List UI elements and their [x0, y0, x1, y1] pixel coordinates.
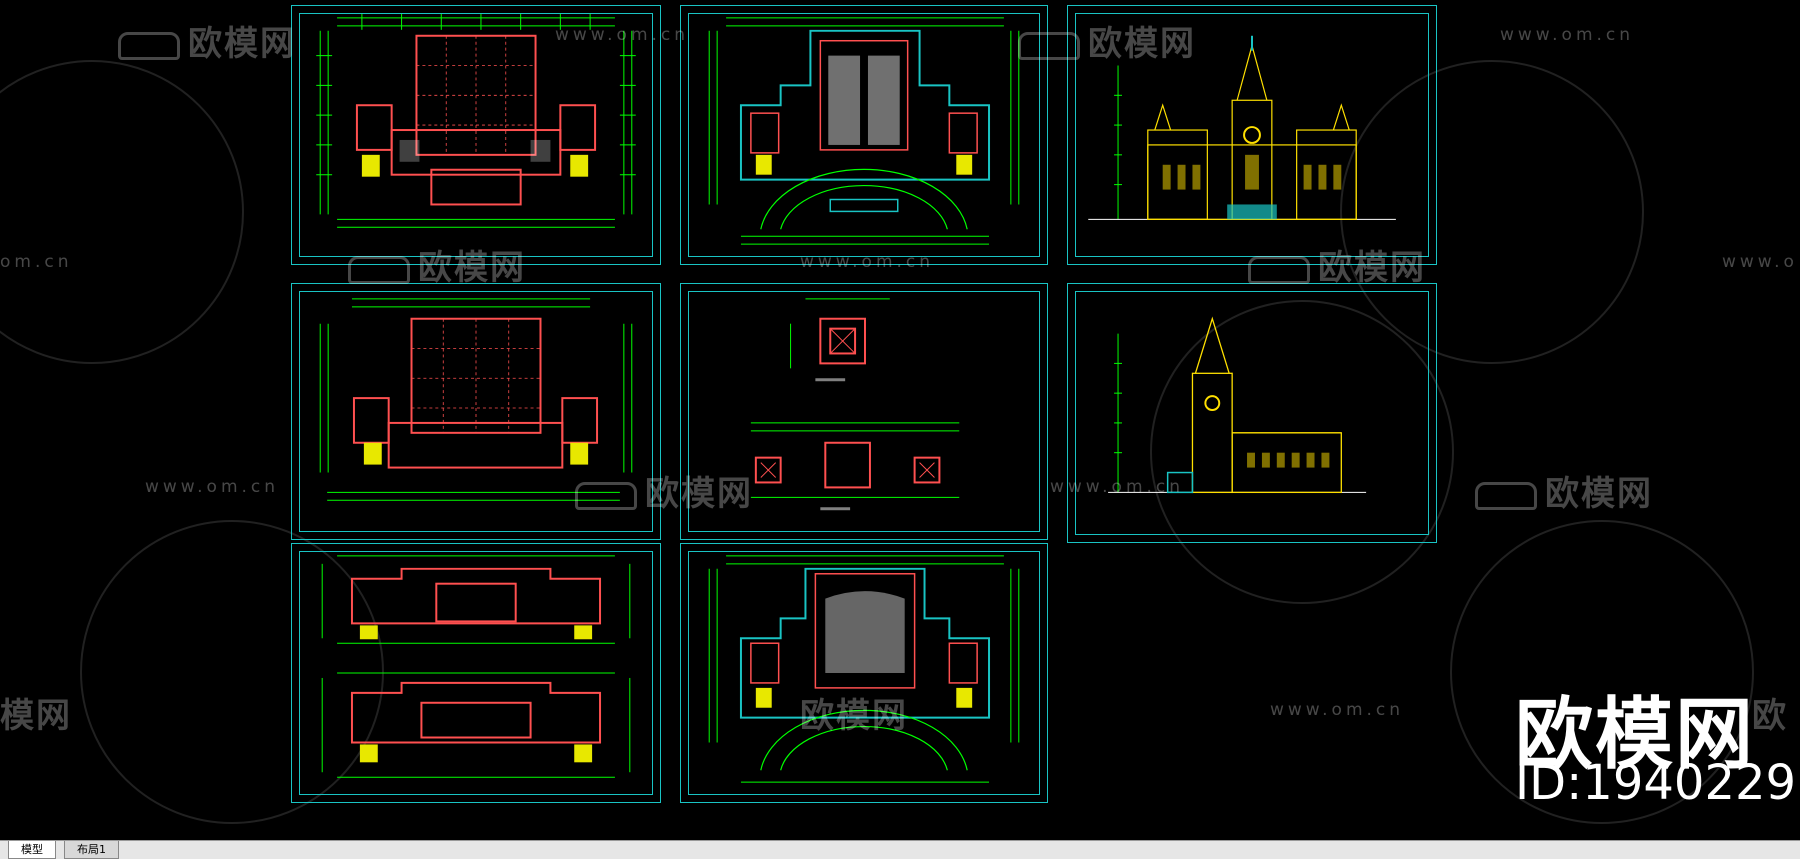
cad-model-space[interactable]: 欧模网 www.om.cn 欧模网 www.om.cn om.cn 欧模网 ww… — [0, 0, 1800, 840]
layout-tab-bar: 模型 布局1 — [0, 840, 1800, 859]
tab-model[interactable]: 模型 — [8, 841, 56, 859]
drawing-sheet-front-elevation[interactable] — [1067, 5, 1437, 265]
watermark-url: www.om.cn — [145, 477, 280, 497]
side-elevation-drawing — [1108, 316, 1367, 494]
watermark-brand: 欧 — [1752, 696, 1788, 736]
watermark-url: www.o — [1722, 252, 1798, 272]
tab-layout-1[interactable]: 布局1 — [64, 841, 119, 859]
brand-badge-title: 欧模网 — [1515, 690, 1756, 780]
drawing-sheet-plan-seating-2[interactable] — [680, 543, 1048, 803]
drawing-sheet-plan-1[interactable] — [291, 5, 661, 265]
watermark-arc — [0, 60, 244, 364]
floor-plan-seating-drawing-2 — [708, 555, 1020, 783]
watermark-url: www.om.cn — [1500, 25, 1635, 45]
front-elevation-drawing — [1088, 35, 1396, 220]
watermark-brand: 模网 — [0, 696, 72, 736]
drawing-sheet-two-plans[interactable] — [291, 543, 661, 803]
drawing-sheet-side-elevation[interactable] — [1067, 283, 1437, 543]
drawing-sheet-plan-2[interactable] — [291, 283, 661, 540]
brand-badge-id: ID:1940229 — [1515, 755, 1797, 811]
two-plans-drawing — [321, 555, 631, 778]
watermark-brand: 欧模网 — [118, 16, 296, 65]
drawing-sheet-tower-details[interactable] — [680, 283, 1048, 540]
drawing-sheet-plan-seating-1[interactable] — [680, 5, 1048, 265]
watermark-url: om.cn — [0, 252, 73, 272]
floor-plan-drawing-2 — [319, 298, 633, 501]
watermark-brand: 欧模网 — [1475, 466, 1653, 515]
floor-plan-drawing — [316, 13, 636, 228]
watermark-url: www.om.cn — [1270, 700, 1405, 720]
tower-detail-drawing — [750, 298, 960, 511]
floor-plan-seating-drawing — [708, 17, 1020, 245]
